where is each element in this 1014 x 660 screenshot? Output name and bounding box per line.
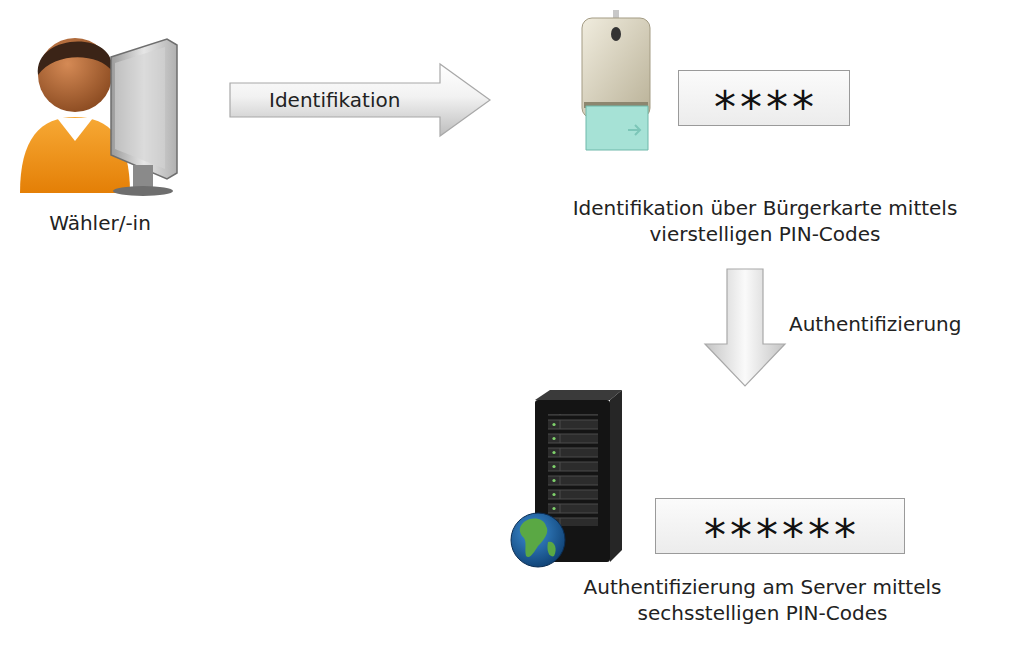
pin-field: ****	[678, 70, 850, 126]
arrow-label: Identifikation	[269, 88, 400, 112]
block-arrow	[230, 64, 490, 136]
pin-field: ******	[655, 498, 905, 554]
node-label: Wähler/-in	[15, 210, 185, 236]
smartcard-node: **** Identifikation über Bürgerkarte mitt…	[555, 10, 975, 249]
voter-icon	[15, 15, 185, 200]
server-icon	[510, 390, 630, 572]
caption: Identifikation über Bürgerkarte mittels …	[555, 195, 975, 247]
block-arrow	[705, 269, 785, 386]
server-node: ****** Authentifizierung am Server mittel…	[515, 388, 1010, 628]
card-reader-icon	[572, 10, 662, 158]
voter-node: Wähler/-in	[15, 15, 185, 238]
caption: Authentifizierung am Server mittels sech…	[515, 574, 1010, 626]
arrow-label: Authentifizierung	[789, 312, 961, 336]
